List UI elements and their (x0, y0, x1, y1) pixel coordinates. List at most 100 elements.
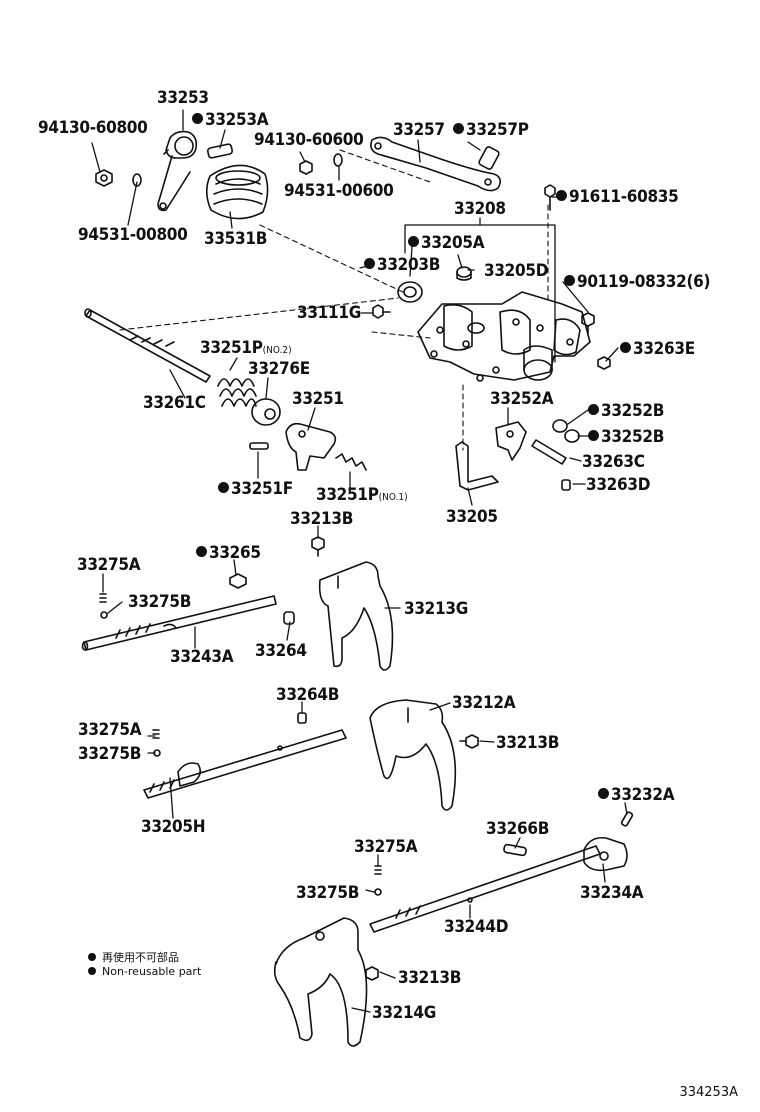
label-33251P-no1: 33251P(NO.1) (316, 486, 408, 507)
label-90119-08332-text: 90119-08332(6) (577, 272, 711, 292)
label-33212A: 33212A (452, 693, 516, 713)
label-33264: 33264 (255, 641, 307, 661)
label-33251P-no2: 33251P(NO.2) (200, 339, 292, 360)
label-33252A: 33252A (490, 389, 554, 409)
spring-33251P-no1 (335, 453, 367, 471)
label-33265: 33265 (196, 544, 261, 562)
label-33213B-bot: 33213B (398, 968, 462, 988)
non-reusable-mark (364, 258, 375, 269)
plug-33263E (597, 356, 611, 370)
label-94130-60800: 94130-60800 (38, 118, 148, 138)
legend-line-en: Non-reusable part (88, 965, 201, 978)
lever-33205 (455, 441, 499, 491)
rail-33205H (143, 729, 347, 799)
non-reusable-mark (192, 113, 203, 124)
label-33252B-2-text: 33252B (601, 427, 665, 447)
non-reusable-mark (218, 482, 229, 493)
label-94130-60600: 94130-60600 (254, 130, 364, 150)
fork-33212A (369, 699, 457, 811)
label-33213G: 33213G (404, 599, 468, 619)
shift-lever-33253 (157, 130, 198, 212)
label-33244D: 33244D (444, 917, 509, 937)
bolt-90119-08332 (581, 312, 595, 335)
lever-33251 (285, 422, 337, 471)
label-33275B-3: 33275B (296, 883, 360, 903)
label-33251F-text: 33251F (231, 479, 293, 499)
nut-94130-60800 (95, 169, 113, 187)
label-33253: 33253 (157, 88, 209, 108)
label-33251P-no1-text: 33251P (316, 485, 379, 505)
label-91611-60835-text: 91611-60835 (569, 187, 679, 207)
label-33253A: 33253A (192, 110, 269, 130)
label-33264B: 33264B (276, 685, 340, 705)
label-33275A-3: 33275A (354, 837, 418, 857)
label-33263C: 33263C (582, 452, 645, 472)
ball-33275B-1 (100, 611, 108, 619)
label-33205A: 33205A (408, 233, 485, 253)
label-33257: 33257 (393, 120, 445, 140)
label-33213B-top: 33213B (290, 509, 354, 529)
shaft-33261C (84, 308, 211, 383)
pin-33264 (283, 611, 295, 625)
spring-33275A-2 (152, 729, 160, 739)
label-33263E: 33263E (620, 340, 695, 358)
bolt-91611-60835 (544, 184, 556, 211)
pin-33232A (620, 811, 634, 827)
shaft-33263C (531, 439, 567, 465)
label-33232A: 33232A (598, 785, 675, 805)
bolt-33213B-bot (365, 966, 379, 981)
lever-33257 (370, 136, 502, 192)
non-reusable-mark (453, 123, 464, 134)
shift-housing-33208 (417, 291, 591, 382)
label-33252B-2: 33252B (588, 428, 664, 446)
non-reusable-mark (598, 788, 609, 799)
pin-33253A (206, 143, 234, 159)
label-33243A: 33243A (170, 647, 234, 667)
non-reusable-mark (588, 404, 599, 415)
legend-text-en: Non-reusable part (102, 965, 202, 978)
label-33203B-text: 33203B (377, 255, 441, 275)
label-33275A-1: 33275A (77, 555, 141, 575)
label-33214G: 33214G (372, 1003, 436, 1023)
label-33205H: 33205H (141, 817, 206, 837)
rail-33243A (81, 595, 277, 651)
ball-33275B-3 (374, 888, 382, 896)
label-33234A: 33234A (580, 883, 644, 903)
label-91611-60835: 91611-60835 (556, 187, 679, 207)
label-33275B-1: 33275B (128, 592, 192, 612)
label-33252B-1: 33252B (588, 402, 664, 420)
label-33205A-text: 33205A (421, 233, 485, 253)
legend-dot (88, 953, 96, 961)
label-33252B-1-text: 33252B (601, 401, 665, 421)
legend-line-jp: 再使用不可部品 (88, 949, 179, 965)
label-33251P-no1-sub: (NO.1) (378, 492, 408, 503)
non-reusable-mark (196, 546, 207, 557)
pin-33264B (297, 712, 307, 724)
label-33213B-mid: 33213B (496, 733, 560, 753)
label-33275B-2: 33275B (78, 744, 142, 764)
label-33266B: 33266B (486, 819, 550, 839)
spring-33275A-3 (374, 865, 382, 875)
label-33232A-text: 33232A (611, 785, 675, 805)
label-33531B: 33531B (204, 229, 268, 249)
label-33111G: 33111G (297, 303, 361, 323)
label-33203B: 33203B (364, 256, 440, 274)
head-33234A (583, 836, 628, 872)
spring-33275A-1 (99, 593, 107, 603)
fork-33213G (318, 561, 394, 671)
washer-94531-00600 (333, 153, 343, 167)
bolt-33111G (372, 304, 391, 319)
pin-33263D (561, 479, 571, 491)
non-reusable-mark (564, 275, 575, 286)
diagram-code: 334253A (679, 1085, 738, 1100)
legend-text-jp: 再使用不可部品 (102, 951, 179, 964)
fork-33214G (273, 917, 368, 1047)
label-94531-00800: 94531-00800 (78, 225, 188, 245)
nut-94130-60600 (299, 160, 313, 175)
label-33253A-text: 33253A (205, 110, 269, 130)
non-reusable-mark (588, 430, 599, 441)
pin-33266B (503, 843, 527, 857)
label-33251: 33251 (292, 389, 344, 409)
label-94531-00600: 94531-00600 (284, 181, 394, 201)
label-33205D: 33205D (484, 261, 549, 281)
